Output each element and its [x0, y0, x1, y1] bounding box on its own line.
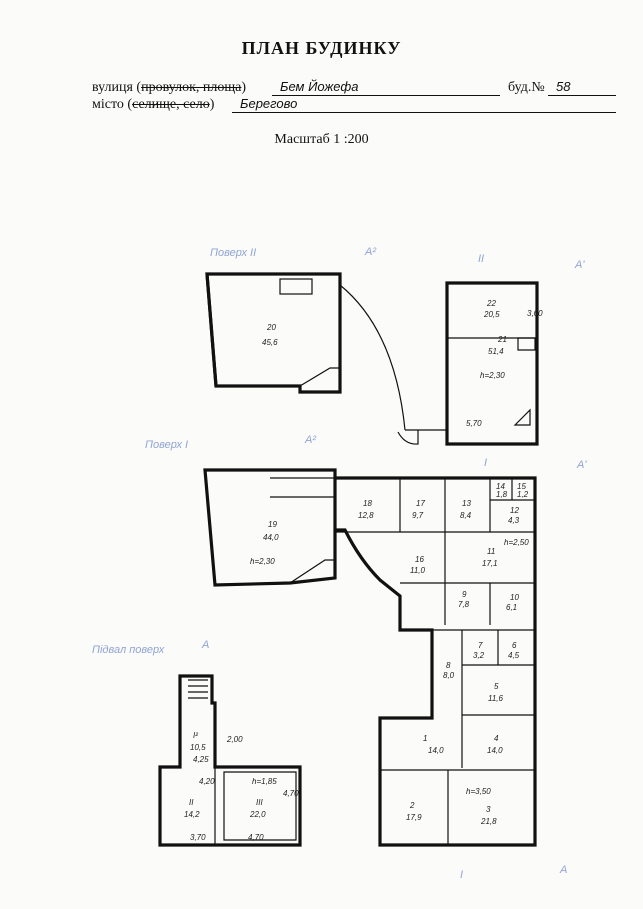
city-value: Берегово: [232, 96, 616, 113]
room-basement-ii-no: II: [189, 798, 194, 807]
page-title: ПЛАН БУДИНКУ: [241, 38, 402, 58]
street-label-post: ): [241, 80, 247, 95]
room-17-area: 9,7: [412, 511, 424, 520]
stamp-floor2: Поверх II: [210, 247, 256, 259]
stamp-i-bottom: І: [460, 869, 463, 881]
room-22-area: 20,5: [483, 310, 500, 319]
room-basement-i2-no: I²: [193, 731, 198, 740]
basement-plan: [158, 674, 302, 847]
room-13-no: 13: [462, 499, 471, 508]
room-12-area: 4,3: [508, 516, 520, 525]
floor1-height-b: h=2,50: [504, 538, 529, 547]
room-12-no: 12: [510, 506, 519, 515]
city-label-post: ): [209, 97, 215, 112]
floor2-plan: [205, 272, 539, 446]
room-2-area: 17,9: [406, 813, 422, 822]
scale-label: Масштаб 1 :200: [274, 132, 369, 147]
room-11-area: 17,1: [482, 559, 498, 568]
room-11-no: 11: [487, 547, 495, 556]
room-17-no: 17: [416, 499, 425, 508]
stamp-floor1: Поверх I: [145, 439, 188, 451]
room-basement-iii-no: III: [256, 798, 263, 807]
stamp-ii: ІІ: [478, 253, 484, 265]
city-label-strike: селище, село: [132, 97, 210, 112]
floor2-dim-a: 5,70: [466, 419, 482, 428]
room-21-no: 21: [497, 335, 507, 344]
stamp-i-mid: І: [484, 457, 487, 469]
floor1-height-c: h=3,50: [466, 787, 491, 796]
stamp-a-bottom: А: [559, 864, 567, 876]
basement-dim-c: 4,70: [283, 789, 299, 798]
basement-dim-d: 4,20: [199, 777, 215, 786]
room-18-area: 12,8: [358, 511, 374, 520]
stamp-a2-mid: А²: [304, 434, 316, 446]
street-row: вулиця (провулок, площа): [92, 80, 246, 96]
street-value: Бем Йожефа: [272, 79, 500, 96]
basement-height: h=1,85: [252, 777, 277, 786]
stamp-a1-mid: А': [576, 459, 587, 471]
room-18-no: 18: [363, 499, 372, 508]
floor2-height: h=2,30: [480, 371, 505, 380]
room-16-no: 16: [415, 555, 424, 564]
room-20-area: 45,6: [262, 338, 278, 347]
room-22-no: 22: [486, 299, 496, 308]
room-14-no: 14: [496, 482, 505, 491]
room-basement-ii-area: 14,2: [184, 810, 200, 819]
stamp-a-basement: А: [201, 639, 209, 651]
street-label-pre: вулиця (: [92, 80, 142, 95]
house-label: буд.№: [508, 80, 545, 95]
room-3-area: 21,8: [480, 817, 497, 826]
basement-dim-a: 3,70: [190, 833, 206, 842]
street-label-strike: провулок, площа: [141, 80, 242, 95]
room-basement-iii-area: 22,0: [249, 810, 266, 819]
city-label-pre: місто (: [92, 97, 133, 112]
room-20-no: 20: [266, 323, 276, 332]
room-6-no: 6: [512, 641, 517, 650]
room-15-area: 1,2: [517, 490, 529, 499]
room-8-no: 8: [446, 661, 451, 670]
room-9-no: 9: [462, 590, 467, 599]
stamp-basement: Підвал поверх: [92, 644, 165, 656]
room-19-no: 19: [268, 520, 277, 529]
room-1-area: 14,0: [428, 746, 444, 755]
room-16-area: 11,0: [410, 566, 426, 575]
room-3-no: 3: [486, 805, 491, 814]
room-5-area: 11,6: [488, 694, 504, 703]
room-2-no: 2: [409, 801, 415, 810]
house-value: 58: [548, 79, 616, 96]
room-14-area: 1,8: [496, 490, 508, 499]
floor1-plan: [203, 468, 537, 847]
room-4-area: 14,0: [487, 746, 503, 755]
room-7-no: 7: [478, 641, 483, 650]
room-8-area: 8,0: [443, 671, 455, 680]
room-5-no: 5: [494, 682, 499, 691]
room-13-area: 8,4: [460, 511, 472, 520]
room-6-area: 4,5: [508, 651, 520, 660]
room-1-no: 1: [423, 734, 427, 743]
basement-dim-b: 4,70: [248, 833, 264, 842]
room-15-no: 15: [517, 482, 526, 491]
basement-dim-e: 2,00: [226, 735, 243, 744]
room-7-area: 3,2: [473, 651, 485, 660]
floor1-height-a: h=2,30: [250, 557, 275, 566]
stamp-a1-top: А': [574, 259, 585, 271]
stamp-a2-top: А²: [364, 246, 376, 258]
room-basement-i2-extra: 4,25: [193, 755, 209, 764]
room-9-area: 7,8: [458, 600, 470, 609]
room-21-area: 51,4: [488, 347, 504, 356]
floor2-dim-b: 3,60: [527, 309, 543, 318]
room-basement-i2-area: 10,5: [190, 743, 206, 752]
city-row: місто (селище, село): [92, 97, 214, 113]
room-10-area: 6,1: [506, 603, 517, 612]
room-10-no: 10: [510, 593, 519, 602]
room-19-area: 44,0: [263, 533, 279, 542]
room-4-no: 4: [494, 734, 499, 743]
